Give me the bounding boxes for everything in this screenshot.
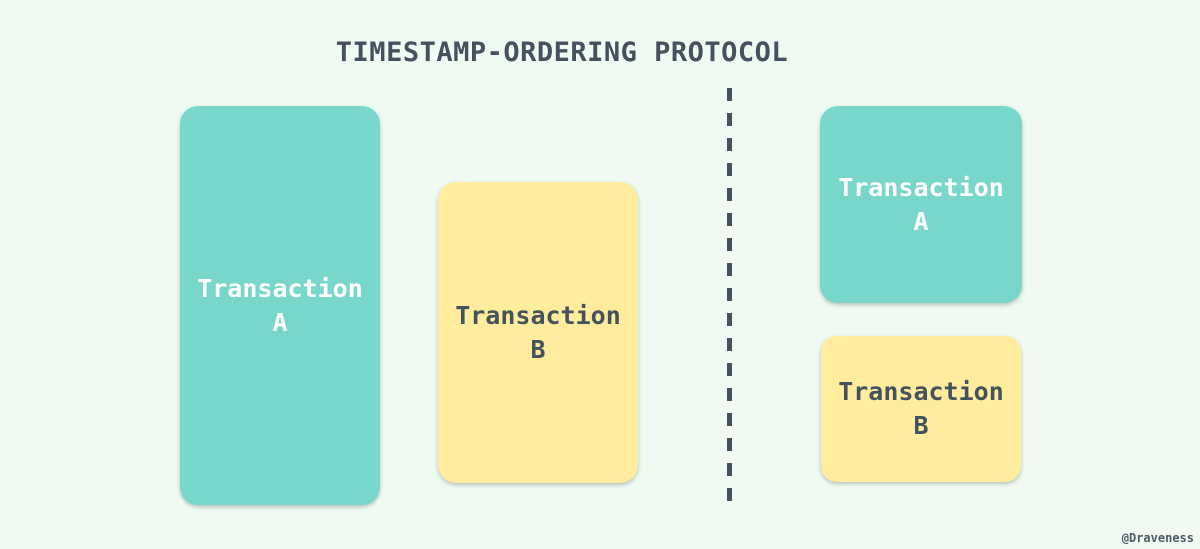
transaction-b-box-right: Transaction B	[821, 336, 1021, 482]
transaction-id: A	[913, 206, 929, 236]
transaction-name: Transaction	[838, 172, 1004, 202]
transaction-b-box-left: Transaction B	[438, 182, 638, 483]
watermark: @Draveness	[1121, 531, 1194, 545]
transaction-name: Transaction	[197, 273, 363, 303]
transaction-a-box-right: Transaction A	[820, 106, 1022, 303]
dashed-divider	[727, 88, 732, 509]
transaction-name: Transaction	[455, 300, 621, 330]
transaction-a-box-left: Transaction A	[180, 106, 380, 505]
transaction-id: B	[530, 334, 546, 364]
diagram-title: TIMESTAMP-ORDERING PROTOCOL	[335, 37, 789, 68]
transaction-id: B	[913, 411, 929, 440]
transaction-id: A	[272, 307, 288, 337]
transaction-name: Transaction	[838, 377, 1004, 406]
